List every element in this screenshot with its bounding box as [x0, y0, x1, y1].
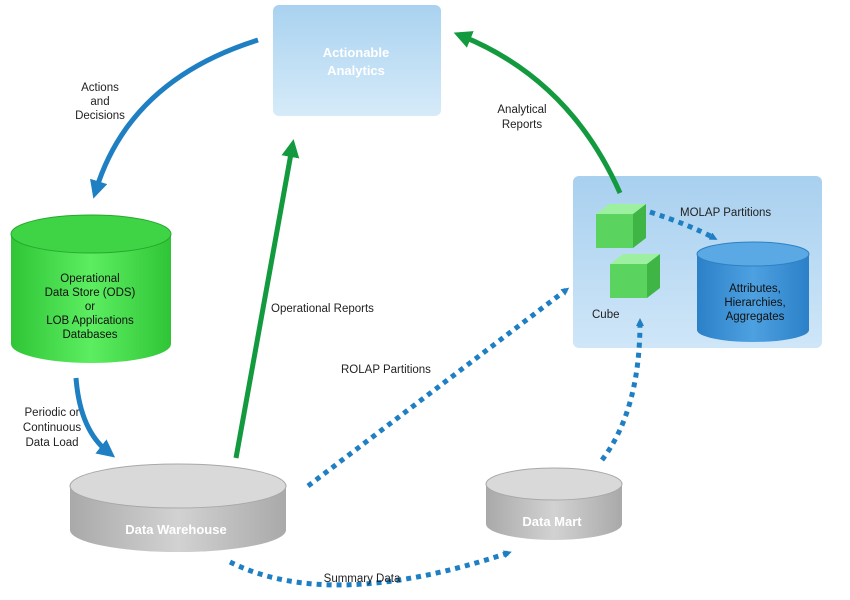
analytics-label-line2: Analytics — [327, 63, 385, 78]
molap-partitions-arrow — [649, 209, 718, 241]
analytics-box — [273, 5, 441, 116]
operational-reports-label: Operational Reports — [271, 303, 374, 315]
attributes-database-node: Attributes, Hierarchies, Aggregates — [696, 241, 810, 342]
data-load-label-line2: Continuous — [23, 422, 81, 434]
data-warehouse-label: Data Warehouse — [125, 522, 226, 537]
analytical-reports-label-line2: Reports — [502, 119, 543, 131]
data-load-label-line1: Periodic or — [25, 407, 80, 419]
attributes-label-line1: Attributes, — [729, 283, 781, 295]
data-warehouse-node: Data Warehouse — [69, 463, 287, 552]
ods-label-line5: Databases — [63, 329, 118, 341]
actions-decisions-label-line3: Decisions — [75, 110, 125, 122]
rolap-partitions-label: ROLAP Partitions — [341, 364, 431, 376]
ods-database-node: Operational Data Store (ODS) or LOB Appl… — [10, 214, 172, 363]
data-mart-node: Data Mart — [485, 467, 623, 540]
molap-partitions-label: MOLAP Partitions — [680, 207, 771, 219]
ods-label-line3: or — [85, 301, 95, 313]
ods-label-line2: Data Store (ODS) — [45, 287, 136, 299]
actions-decisions-label-line1: Actions — [81, 82, 119, 94]
ods-label-line4: LOB Applications — [46, 315, 134, 327]
rolap-partitions-arrow — [306, 287, 570, 488]
olap-panel: Cube Attributes, Hierarchies, Aggregates — [573, 176, 822, 348]
analytics-label-line1: Actionable — [323, 45, 389, 60]
summary-data-label: Summary Data — [324, 573, 401, 585]
actions-decisions-label-line2: and — [90, 96, 109, 108]
ods-label-line1: Operational — [60, 273, 119, 285]
actions-decisions-arrow — [90, 37, 259, 199]
cube-label: Cube — [592, 309, 620, 321]
operational-reports-arrow — [233, 139, 300, 459]
analytical-reports-arrow — [453, 31, 623, 195]
actionable-analytics-node: Actionable Analytics — [273, 5, 441, 116]
data-mart-label: Data Mart — [522, 514, 582, 529]
cube-icon — [596, 204, 646, 248]
attributes-label-line3: Aggregates — [726, 311, 785, 323]
cube-icon — [610, 254, 660, 298]
summary-data-arrow — [228, 550, 512, 588]
data-load-label-line3: Data Load — [25, 437, 78, 449]
analytical-reports-label-line1: Analytical — [497, 104, 546, 116]
datamart-to-cube-arrow — [600, 318, 644, 462]
attributes-label-line2: Hierarchies, — [724, 297, 785, 309]
data-load-arrow — [73, 377, 116, 458]
